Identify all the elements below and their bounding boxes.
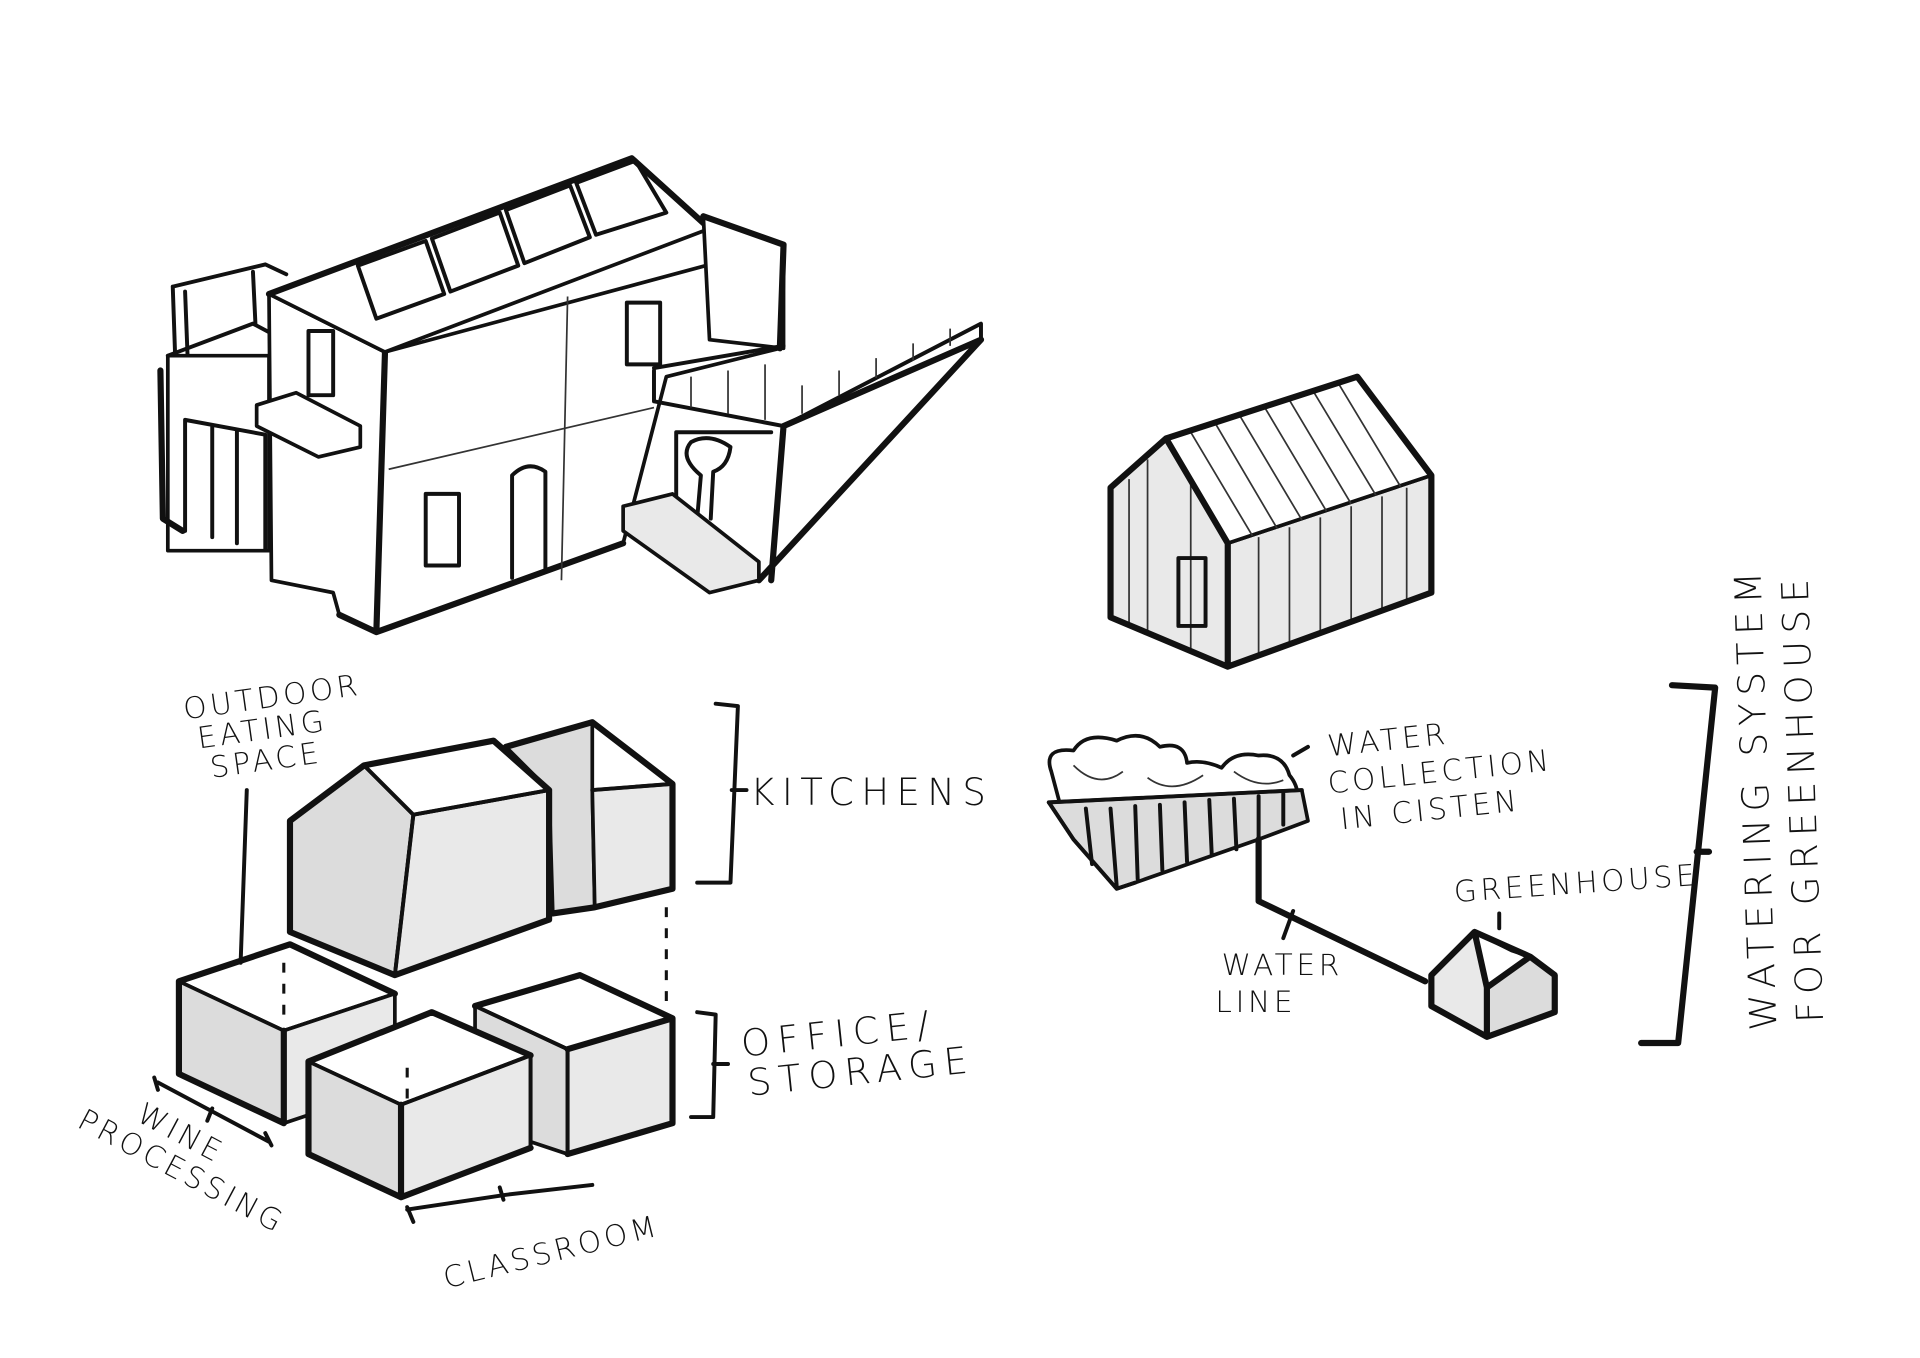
solar-panels bbox=[355, 158, 669, 321]
planter-box bbox=[621, 492, 761, 595]
leader-line bbox=[238, 788, 249, 965]
leader-line bbox=[1281, 744, 1502, 941]
bracket-watering-system bbox=[1638, 682, 1719, 1047]
cistern-and-trees bbox=[1046, 733, 1310, 891]
bracket-wine-processing bbox=[152, 1075, 274, 1148]
balcony bbox=[254, 390, 363, 459]
greenhouse-drawing bbox=[1428, 928, 1558, 1040]
canopy bbox=[621, 321, 985, 595]
label-line: LINE bbox=[1215, 985, 1296, 1019]
barn-door bbox=[1176, 556, 1208, 628]
label-line: WATER bbox=[1222, 948, 1343, 982]
window bbox=[306, 329, 336, 398]
barn-drawing bbox=[1107, 373, 1435, 670]
window bbox=[423, 491, 461, 568]
label-kitchens: KITCHENS bbox=[750, 771, 993, 814]
label-outdoor-eating-space: OUTDOOR EATING SPACE bbox=[181, 668, 363, 785]
water-line-pipe bbox=[1255, 836, 1429, 985]
main-house-drawing bbox=[157, 155, 985, 636]
door bbox=[510, 464, 548, 580]
label-classroom: CLASSROOM bbox=[440, 1209, 663, 1296]
label-greenhouse: GREENHOUSE bbox=[1453, 858, 1700, 909]
massing-diagram bbox=[152, 701, 749, 1224]
bracket-office-storage bbox=[689, 1010, 730, 1120]
box-classroom bbox=[305, 1009, 534, 1201]
label-water-line: WATER LINE bbox=[1215, 948, 1343, 1019]
label-water-collection: WATER COLLECTION IN CISTEN bbox=[1326, 717, 1554, 837]
bracket-classroom bbox=[405, 1182, 595, 1224]
window bbox=[624, 300, 663, 367]
tree-icon bbox=[684, 436, 733, 521]
kitchen-block-large bbox=[286, 737, 553, 979]
label-office-storage: OFFICE/ STORAGE bbox=[739, 1002, 977, 1104]
bracket-kitchens bbox=[695, 701, 749, 885]
label-watering-system: WATERING SYSTEM FOR GREENHOUSE bbox=[1726, 564, 1832, 1031]
